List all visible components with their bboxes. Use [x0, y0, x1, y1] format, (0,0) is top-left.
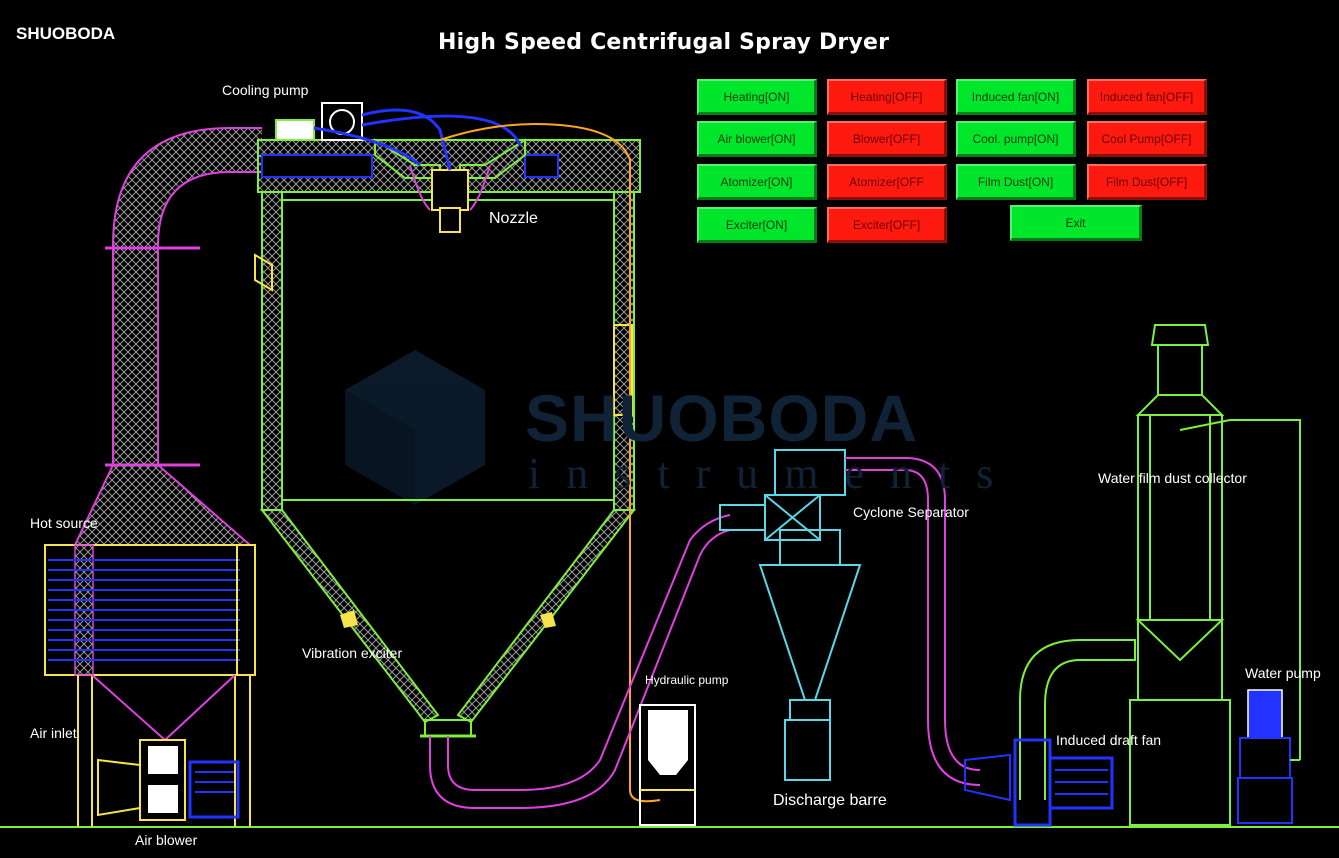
- hydraulic-pump-unit: [639, 704, 696, 826]
- blower-off-button[interactable]: Blower[OFF]: [827, 121, 947, 157]
- heating-on-button[interactable]: Heating[ON]: [697, 79, 817, 115]
- film-dust-off-button[interactable]: Film Dust[OFF]: [1087, 164, 1207, 200]
- atomizer-off-button[interactable]: Atomizer[OFF: [827, 164, 947, 200]
- label-discharge-barrel: Discharge barre: [773, 792, 887, 809]
- label-nozzle: Nozzle: [489, 210, 538, 227]
- hot-source-heater: [44, 544, 256, 676]
- water-pump-unit: [1237, 689, 1300, 824]
- tower-to-cyclone-duct: [429, 514, 731, 809]
- label-hydraulic-pump: Hydraulic pump: [645, 673, 729, 687]
- nozzle-assembly: [374, 138, 526, 233]
- label-water-pump: Water pump: [1245, 665, 1321, 681]
- label-hot-source: Hot source: [30, 515, 98, 531]
- watermark-subtext: instruments: [528, 449, 1020, 498]
- cyclone-to-fan-duct: [845, 457, 981, 786]
- label-air-inlet: Air inlet: [30, 725, 77, 741]
- watermark-text: SHUOBODA: [525, 381, 919, 455]
- air-blower-on-button[interactable]: Air blower[ON]: [697, 121, 817, 157]
- induced-draft-fan: [964, 639, 1136, 827]
- heating-off-button[interactable]: Heating[OFF]: [827, 79, 947, 115]
- hot-air-duct: [73, 127, 262, 546]
- label-induced-draft-fan: Induced draft fan: [1056, 732, 1162, 748]
- cyclone-separator: [719, 449, 862, 781]
- label-cyclone-separator: Cyclone Separator: [853, 504, 969, 520]
- label-air-blower: Air blower: [135, 832, 198, 848]
- label-cooling-pump: Cooling pump: [222, 82, 309, 98]
- page-title: High Speed Centrifugal Spray Dryer: [438, 30, 890, 55]
- film-dust-on-button[interactable]: Film Dust[ON]: [956, 164, 1076, 200]
- brand-name: SHUOBODA: [16, 24, 116, 43]
- exciter-off-button[interactable]: Exciter[OFF]: [827, 207, 947, 243]
- atomizer-on-button[interactable]: Atomizer[ON]: [697, 164, 817, 200]
- exciter-on-button[interactable]: Exciter[ON]: [697, 207, 817, 243]
- cooling-pump-unit: [275, 102, 522, 171]
- label-water-film-dust-collector: Water film dust collector: [1098, 470, 1247, 486]
- induced-fan-off-button[interactable]: Induced fan[OFF]: [1087, 79, 1207, 115]
- cool-pump-off-button[interactable]: Cool Pump[OFF]: [1087, 121, 1207, 157]
- water-film-dust-collector: [1129, 324, 1301, 826]
- induced-fan-on-button[interactable]: Induced fan[ON]: [956, 79, 1076, 115]
- feed-line: [439, 123, 661, 803]
- heater-frame: [77, 674, 251, 827]
- exit-button[interactable]: Exit: [1010, 205, 1142, 241]
- air-blower-unit: [97, 739, 240, 821]
- label-vibration-exciter: Vibration exciter: [302, 645, 403, 661]
- watermark-logo: [345, 350, 485, 505]
- cool-pump-on-button[interactable]: Cool. pump[ON]: [956, 121, 1076, 157]
